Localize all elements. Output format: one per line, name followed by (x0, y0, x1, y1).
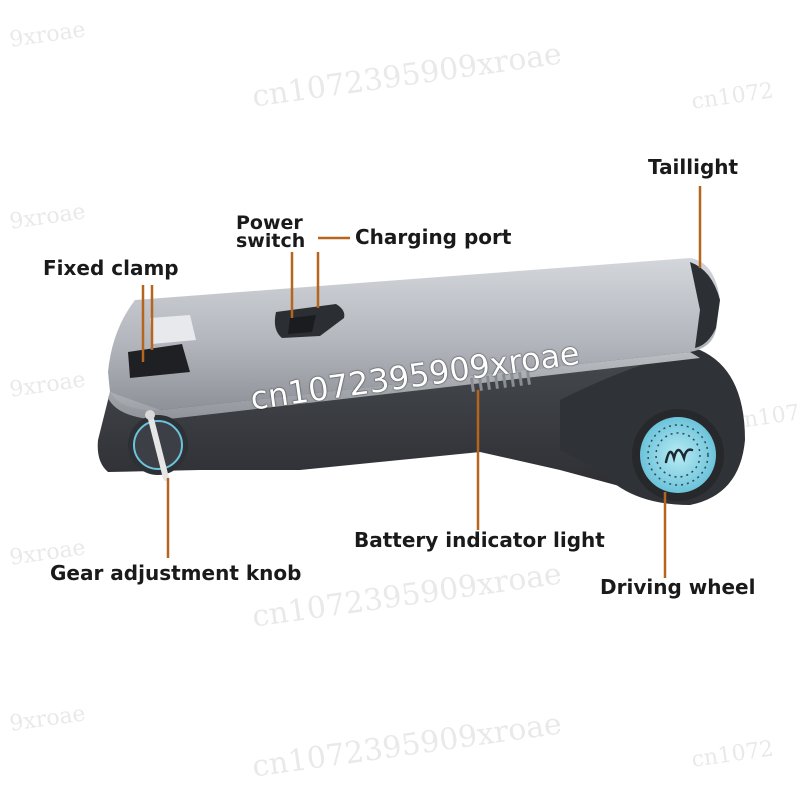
silver-body (108, 258, 720, 420)
battery-indicator-vents (470, 370, 531, 392)
label-gear-knob: Gear adjustment knob (50, 561, 302, 585)
label-driving-wheel: Driving wheel (600, 575, 756, 599)
gear-knob (128, 410, 188, 481)
label-fixed-clamp: Fixed clamp (43, 256, 179, 280)
label-taillight: Taillight (648, 155, 739, 179)
label-battery-indicator: Battery indicator light (354, 528, 605, 552)
label-charging-port: Charging port (355, 225, 512, 249)
driving-wheel (632, 409, 724, 501)
leader-lines (141, 186, 702, 578)
label-power-switch: Power switch (236, 212, 306, 252)
